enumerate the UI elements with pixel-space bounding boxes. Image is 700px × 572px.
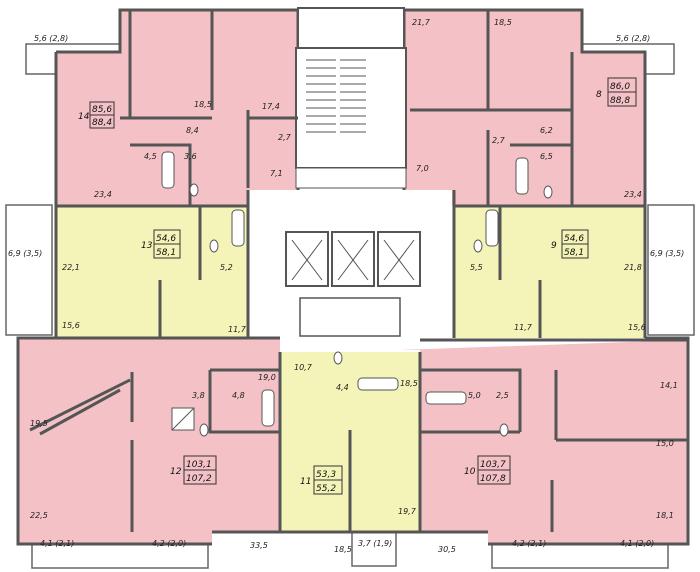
svg-text:10: 10 (464, 467, 476, 477)
room-label: 6,2 (540, 126, 553, 135)
room-label: 18,5 (334, 545, 352, 554)
room-label: 5,6 (2,8) (616, 34, 650, 43)
apartment-12-label: 12 103,1 107,2 (170, 455, 217, 485)
svg-text:107,8: 107,8 (480, 474, 506, 484)
room-label: 4,1 (2,1) (40, 539, 74, 548)
room-label: 21,8 (624, 263, 642, 272)
room-label: 23,4 (94, 190, 112, 199)
apartment-9-label: 9 54,6 58,1 (551, 229, 589, 259)
room-label: 23,4 (624, 190, 642, 199)
apartment-14-label: 14 85,6 88,4 (78, 101, 115, 129)
svg-text:58,1: 58,1 (564, 248, 584, 258)
interior-partitions (29, 10, 688, 532)
room-label: 6,9 (3,5) (650, 249, 684, 258)
apartment-11-label: 11 53,3 55,2 (300, 465, 343, 495)
room-label: 5,0 (468, 391, 481, 400)
svg-text:88,8: 88,8 (610, 96, 630, 106)
svg-text:58,1: 58,1 (156, 248, 176, 258)
room-label: 11,7 (514, 323, 533, 332)
room-label: 4,2 (2,0) (152, 539, 186, 548)
room-label: 15,6 (628, 323, 646, 332)
room-label: 2,5 (496, 391, 509, 400)
svg-text:107,2: 107,2 (186, 474, 212, 484)
room-label: 4,1 (2,0) (620, 539, 654, 548)
room-label: 15,6 (62, 321, 80, 330)
room-label: 2,7 (278, 133, 292, 142)
svg-text:54,6: 54,6 (564, 234, 584, 244)
svg-text:103,7: 103,7 (480, 460, 506, 470)
svg-text:85,6: 85,6 (92, 105, 112, 115)
svg-text:11: 11 (300, 477, 311, 487)
svg-text:8: 8 (596, 90, 602, 100)
room-label: 6,5 (540, 152, 553, 161)
svg-text:12: 12 (170, 467, 182, 477)
fixtures (161, 151, 553, 437)
room-label: 22,1 (62, 263, 80, 272)
room-label: 6,9 (3,5) (8, 249, 42, 258)
svg-text:103,1: 103,1 (186, 460, 212, 470)
apartment-10-label: 10 103,7 107,8 (464, 455, 511, 485)
room-label: 3,6 (184, 152, 197, 161)
room-label: 33,5 (250, 541, 268, 550)
apartment-labels: 14 85,6 88,4 8 86,0 88,8 13 54,6 58,1 9 … (78, 77, 637, 495)
pink-apartment-zones (18, 10, 688, 544)
apartment-8-label: 8 86,0 88,8 (596, 77, 637, 107)
room-label: 19,0 (258, 373, 276, 382)
room-label: 18,5 (194, 100, 212, 109)
room-label: 15,0 (656, 439, 674, 448)
room-label: 22,5 (30, 511, 48, 520)
room-label: 5,2 (220, 263, 233, 272)
room-label: 17,4 (262, 102, 280, 111)
room-label: 30,5 (438, 545, 456, 554)
room-label: 5,6 (2,8) (34, 34, 68, 43)
room-label: 2,7 (492, 136, 506, 145)
room-area-labels: 5,6 (2,8) 5,6 (2,8) 21,7 18,5 18,5 17,4 … (8, 18, 684, 554)
room-label: 10,7 (294, 363, 313, 372)
svg-text:88,4: 88,4 (92, 118, 112, 128)
room-label: 18,5 (400, 379, 418, 388)
room-label: 7,0 (416, 164, 429, 173)
apartment-13-label: 13 54,6 58,1 (141, 229, 181, 259)
svg-text:53,3: 53,3 (316, 470, 336, 480)
room-label: 3,7 (1,9) (358, 539, 392, 548)
room-label: 4,8 (232, 391, 245, 400)
room-label: 14,1 (660, 381, 678, 390)
room-label: 19,7 (398, 507, 417, 516)
room-label: 5,5 (470, 263, 483, 272)
room-label: 4,2 (2,1) (512, 539, 546, 548)
svg-text:86,0: 86,0 (610, 82, 630, 92)
room-label: 18,5 (494, 18, 512, 27)
room-label: 7,1 (270, 169, 283, 178)
room-label: 4,5 (144, 152, 157, 161)
room-label: 3,8 (192, 391, 205, 400)
svg-text:9: 9 (551, 241, 557, 251)
room-label: 8,4 (186, 126, 199, 135)
room-label: 11,7 (228, 325, 247, 334)
room-label: 21,7 (412, 18, 431, 27)
core (285, 7, 421, 337)
svg-text:14: 14 (78, 112, 90, 122)
room-label: 18,1 (656, 511, 674, 520)
room-label: 4,4 (336, 383, 349, 392)
svg-text:54,6: 54,6 (156, 234, 176, 244)
room-label: 19,5 (30, 419, 48, 428)
svg-text:13: 13 (141, 241, 153, 251)
svg-text:55,2: 55,2 (316, 484, 336, 494)
